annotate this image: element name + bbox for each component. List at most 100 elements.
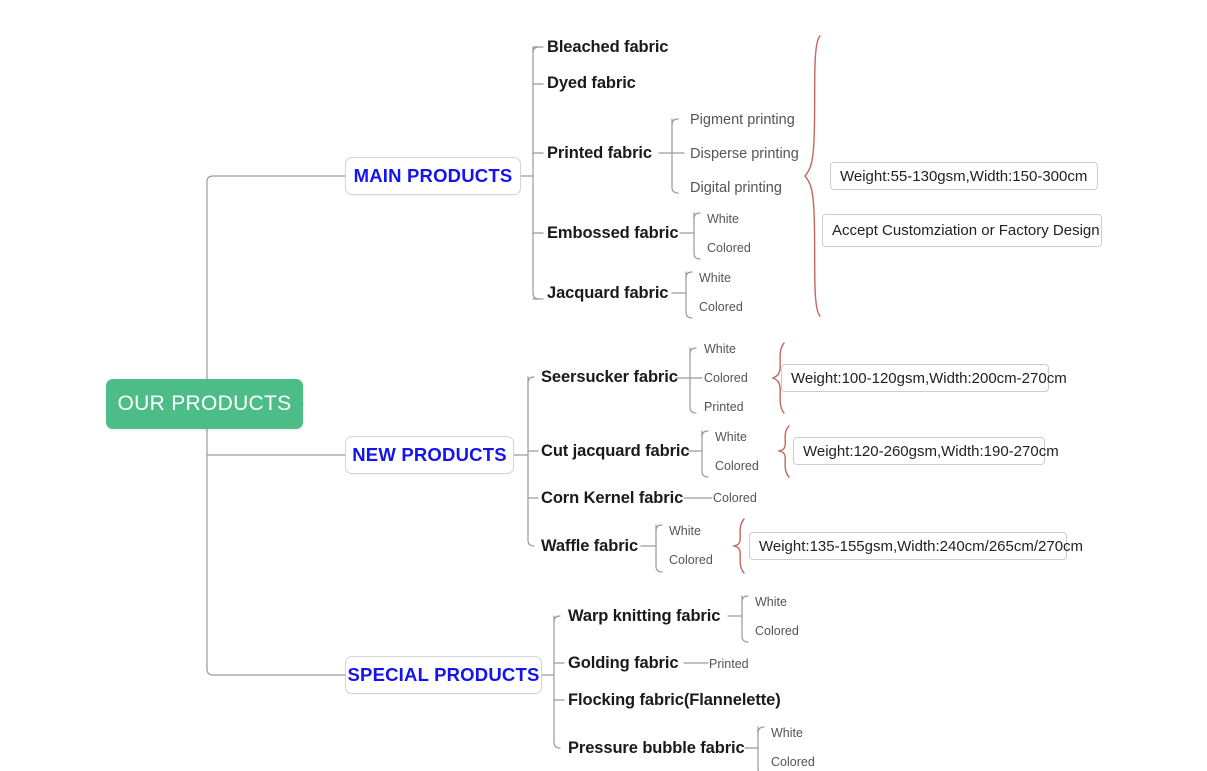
product-flocking-fabric[interactable]: Flocking fabric(Flannelette) bbox=[568, 690, 781, 711]
root-node-label: OUR PRODUCTS bbox=[117, 392, 292, 415]
subitem-jacquard-white[interactable]: White bbox=[699, 270, 731, 286]
subitem-pressure-colored-label: Colored bbox=[771, 755, 815, 769]
subitem-pressure-white[interactable]: White bbox=[771, 725, 803, 741]
product-flocking-fabric-label: Flocking fabric(Flannelette) bbox=[568, 691, 781, 709]
product-corn-kernel-fabric[interactable]: Corn Kernel fabric bbox=[541, 488, 683, 509]
note-seersucker-weight-label: Weight:100-120gsm,Width:200cm-270cm bbox=[791, 369, 1067, 387]
subitem-waffle-colored[interactable]: Colored bbox=[669, 552, 713, 568]
product-printed-fabric-label: Printed fabric bbox=[547, 144, 652, 162]
subitem-seersucker-printed-label: Printed bbox=[704, 400, 744, 414]
product-cut-jacquard-fabric-label: Cut jacquard fabric bbox=[541, 442, 690, 460]
product-waffle-fabric[interactable]: Waffle fabric bbox=[541, 536, 638, 557]
subitem-pressure-colored[interactable]: Colored bbox=[771, 754, 815, 770]
subitem-pressure-white-label: White bbox=[771, 726, 803, 740]
note-seersucker-weight[interactable]: Weight:100-120gsm,Width:200cm-270cm bbox=[781, 364, 1067, 392]
product-corn-kernel-fabric-label: Corn Kernel fabric bbox=[541, 489, 684, 507]
category-new-products-label: NEW PRODUCTS bbox=[352, 444, 507, 465]
product-bleached-fabric-label: Bleached fabric bbox=[547, 38, 669, 56]
line-emb-c1 bbox=[693, 212, 701, 220]
subitem-cornkernel-colored-label: Colored bbox=[713, 491, 757, 505]
subitem-pigment-printing-label: Pigment printing bbox=[690, 111, 795, 128]
line-seer-c1 bbox=[689, 347, 697, 355]
category-main-products[interactable]: MAIN PRODUCTS bbox=[345, 157, 521, 195]
subitem-cutjacquard-white[interactable]: White bbox=[715, 429, 747, 445]
product-dyed-fabric[interactable]: Dyed fabric bbox=[547, 73, 636, 94]
brace-main bbox=[804, 35, 821, 317]
note-main-weight-label: Weight:55-130gsm,Width:150-300cm bbox=[840, 167, 1088, 185]
subitem-seersucker-printed[interactable]: Printed bbox=[704, 399, 744, 415]
root-node[interactable]: OUR PRODUCTS bbox=[106, 379, 303, 429]
note-main-customization[interactable]: Accept Customziation or Factory Design bbox=[822, 214, 1102, 247]
category-main-products-label: MAIN PRODUCTS bbox=[353, 165, 513, 186]
line-jac-c1 bbox=[685, 271, 693, 279]
line-emb-c2 bbox=[693, 252, 701, 260]
product-cut-jacquard-fabric[interactable]: Cut jacquard fabric bbox=[541, 441, 690, 462]
subitem-cutjacquard-white-label: White bbox=[715, 430, 747, 444]
line-press-c1 bbox=[757, 726, 765, 734]
subitem-embossed-colored[interactable]: Colored bbox=[707, 240, 751, 256]
line-new-b4 bbox=[527, 539, 535, 547]
line-sp-b1 bbox=[553, 615, 561, 623]
note-main-weight[interactable]: Weight:55-130gsm,Width:150-300cm bbox=[830, 162, 1098, 190]
subitem-jacquard-colored-label: Colored bbox=[699, 300, 743, 314]
line-main-b1 bbox=[532, 46, 540, 54]
subitem-jacquard-colored[interactable]: Colored bbox=[699, 299, 743, 315]
subitem-digital-printing[interactable]: Digital printing bbox=[690, 178, 782, 197]
note-waffle-weight-label: Weight:135-155gsm,Width:240cm/265cm/270c… bbox=[759, 537, 1084, 555]
product-embossed-fabric[interactable]: Embossed fabric bbox=[547, 223, 679, 244]
category-special-products[interactable]: SPECIAL PRODUCTS bbox=[345, 656, 542, 694]
subitem-warp-white[interactable]: White bbox=[755, 594, 787, 610]
subitem-jacquard-white-label: White bbox=[699, 271, 731, 285]
category-special-products-label: SPECIAL PRODUCTS bbox=[347, 664, 540, 685]
line-cutjac-c1 bbox=[701, 430, 709, 438]
subitem-seersucker-white[interactable]: White bbox=[704, 341, 736, 357]
subitem-waffle-white[interactable]: White bbox=[669, 523, 701, 539]
product-warp-knitting-fabric[interactable]: Warp knitting fabric bbox=[568, 606, 720, 627]
subitem-seersucker-colored-label: Colored bbox=[704, 371, 748, 385]
subitem-golding-printed[interactable]: Printed bbox=[709, 656, 749, 672]
subitem-warp-colored[interactable]: Colored bbox=[755, 623, 799, 639]
subitem-warp-colored-label: Colored bbox=[755, 624, 799, 638]
product-pressure-bubble-fabric[interactable]: Pressure bubble fabric bbox=[568, 738, 745, 759]
product-golding-fabric[interactable]: Golding fabric bbox=[568, 653, 679, 674]
line-waffle-c2 bbox=[655, 565, 663, 573]
note-waffle-weight[interactable]: Weight:135-155gsm,Width:240cm/265cm/270c… bbox=[749, 532, 1083, 560]
product-jacquard-fabric[interactable]: Jacquard fabric bbox=[547, 283, 668, 304]
product-warp-knitting-fabric-label: Warp knitting fabric bbox=[568, 607, 721, 625]
subitem-digital-printing-label: Digital printing bbox=[690, 179, 782, 196]
line-printed-c3 bbox=[671, 186, 679, 194]
subitem-disperse-printing[interactable]: Disperse printing bbox=[690, 144, 799, 163]
product-bleached-fabric[interactable]: Bleached fabric bbox=[547, 37, 668, 58]
subitem-seersucker-colored[interactable]: Colored bbox=[704, 370, 748, 386]
subitem-embossed-white[interactable]: White bbox=[707, 211, 739, 227]
category-new-products[interactable]: NEW PRODUCTS bbox=[345, 436, 514, 474]
subitem-waffle-colored-label: Colored bbox=[669, 553, 713, 567]
line-new-b1 bbox=[527, 376, 535, 384]
subitem-cutjacquard-colored[interactable]: Colored bbox=[715, 458, 759, 474]
subitem-disperse-printing-label: Disperse printing bbox=[690, 145, 799, 162]
line-spine-special bbox=[206, 668, 346, 676]
line-warp-c2 bbox=[741, 635, 749, 643]
product-waffle-fabric-label: Waffle fabric bbox=[541, 537, 639, 555]
subitem-pigment-printing[interactable]: Pigment printing bbox=[690, 110, 795, 129]
subitem-embossed-colored-label: Colored bbox=[707, 241, 751, 255]
product-seersucker-fabric-label: Seersucker fabric bbox=[541, 368, 678, 386]
line-cutjac-c2 bbox=[701, 470, 709, 478]
note-cutjacquard-weight[interactable]: Weight:120-260gsm,Width:190-270cm bbox=[793, 437, 1059, 465]
subitem-waffle-white-label: White bbox=[669, 524, 701, 538]
subitem-warp-white-label: White bbox=[755, 595, 787, 609]
subitem-embossed-white-label: White bbox=[707, 212, 739, 226]
line-sp-b4 bbox=[553, 741, 561, 749]
subitem-seersucker-white-label: White bbox=[704, 342, 736, 356]
product-printed-fabric[interactable]: Printed fabric bbox=[547, 143, 652, 164]
product-seersucker-fabric[interactable]: Seersucker fabric bbox=[541, 367, 678, 388]
brace-cutjacquard bbox=[776, 425, 790, 478]
line-waffle-c1 bbox=[655, 524, 663, 532]
brace-waffle bbox=[731, 518, 745, 574]
subitem-cornkernel-colored[interactable]: Colored bbox=[713, 490, 757, 506]
subitem-cutjacquard-colored-label: Colored bbox=[715, 459, 759, 473]
subitem-golding-printed-label: Printed bbox=[709, 657, 749, 671]
line-seer-c3 bbox=[689, 406, 697, 414]
line-warp-c1 bbox=[741, 595, 749, 603]
